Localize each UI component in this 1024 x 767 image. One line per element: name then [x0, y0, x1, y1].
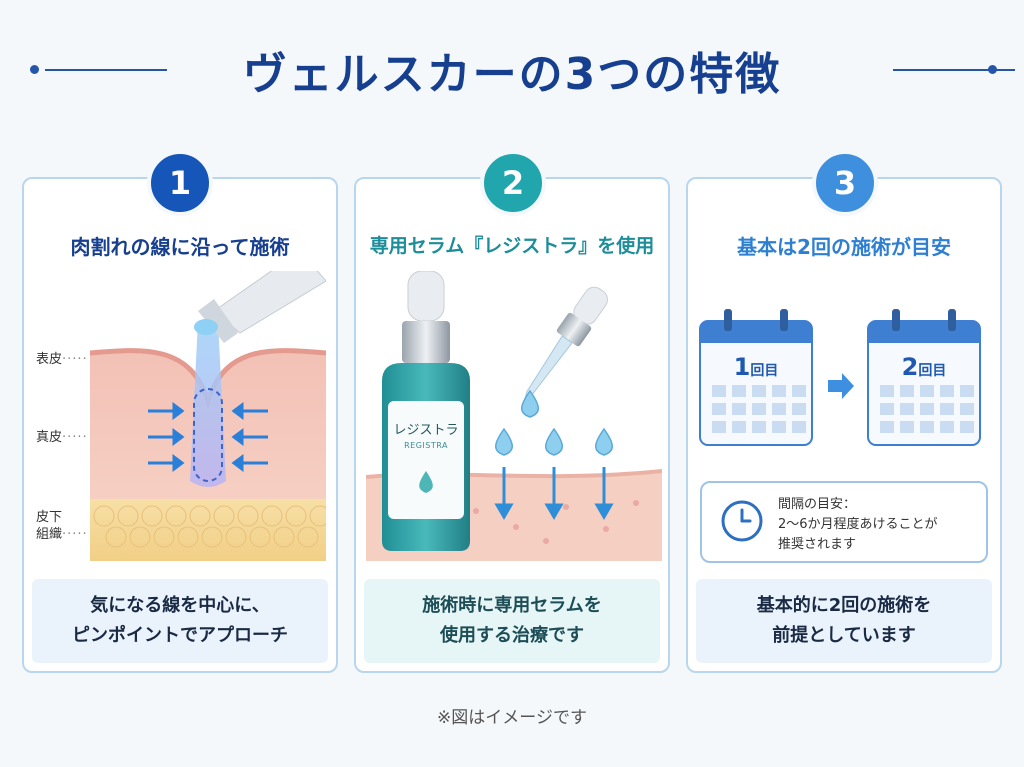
- image-disclaimer-note: ※図はイメージです: [437, 708, 587, 728]
- bottle-label: レジストラ: [393, 423, 459, 438]
- feature-card-2: 専用セラム『レジストラ』を使用: [354, 177, 670, 673]
- feature-2-title: 専用セラム『レジストラ』を使用: [369, 235, 655, 257]
- layer-label-epidermis: 表皮·····: [36, 352, 88, 367]
- feature-card-3: 基本は2回の施術が目安 1回目 2回目: [686, 177, 1002, 673]
- arrow-right-icon: [828, 373, 854, 399]
- layer-label-subcutis: 皮下 組織·····: [36, 510, 88, 542]
- feature-3-title: 基本は2回の施術が目安: [737, 235, 951, 259]
- calendar-2-label: 2回目: [901, 353, 947, 381]
- clock-icon: [721, 500, 763, 542]
- layer-label-dermis: 真皮·····: [36, 430, 88, 445]
- feature-2-number-badge: 2: [480, 150, 546, 216]
- feature-1-number-badge: 1: [147, 150, 213, 216]
- header-decoration-dot-right: [988, 65, 997, 74]
- feature-2-caption: 施術時に専用セラムを 使用する治療です: [364, 579, 660, 663]
- calendar-icon-2: [867, 309, 981, 446]
- feature-card-1: 肉割れの線に沿って施術 表皮····· 真皮····· 皮下 組織·····: [22, 177, 338, 673]
- feature-1-title: 肉割れの線に沿って施術: [70, 235, 290, 259]
- header-decoration-line-left: [45, 69, 167, 71]
- skin-treatment-illustration: [90, 271, 326, 561]
- calendar-icon-1: [699, 309, 813, 446]
- serum-illustration: [366, 271, 662, 561]
- interval-info-box: 間隔の目安： 2〜6か月程度あけることが 推奨されます: [700, 481, 988, 563]
- header-decoration-line-right: [893, 69, 1015, 71]
- feature-3-number-badge: 3: [812, 150, 878, 216]
- header-decoration-dot-left: [30, 65, 39, 74]
- feature-1-caption: 気になる線を中心に、 ピンポイントでアプローチ: [32, 579, 328, 663]
- page-title: ヴェルスカーの3つの特徴: [242, 49, 782, 100]
- calendar-1-label: 1回目: [733, 353, 779, 381]
- interval-text: 間隔の目安： 2〜6か月程度あけることが 推奨されます: [778, 497, 938, 552]
- bottle-sublabel: REGISTRA: [404, 441, 448, 450]
- feature-3-caption: 基本的に2回の施術を 前提としています: [696, 579, 992, 663]
